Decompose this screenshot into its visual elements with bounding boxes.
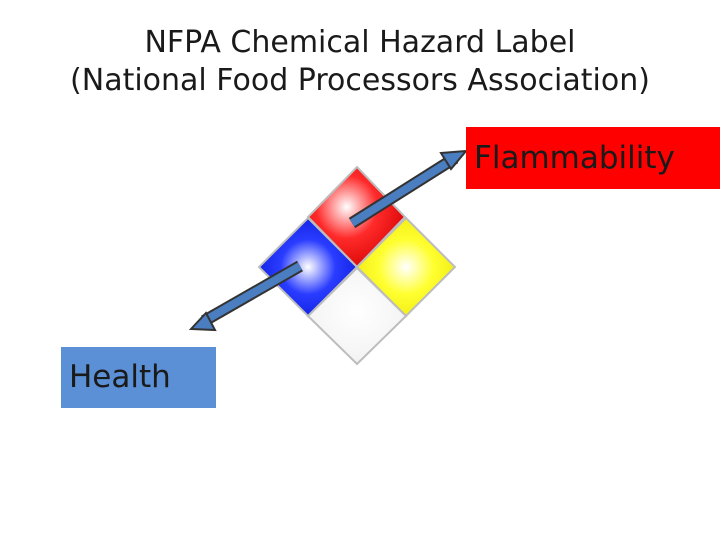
health-label: Health <box>61 347 216 408</box>
title-line-1: NFPA Chemical Hazard Label <box>144 25 576 60</box>
health-label-text: Health <box>69 359 171 395</box>
health-arrow <box>188 260 303 332</box>
slide-title: NFPA Chemical Hazard Label (National Foo… <box>0 24 720 100</box>
flammability-label: Flammability <box>466 127 720 189</box>
flammability-arrow <box>348 149 469 229</box>
title-line-2: (National Food Processors Association) <box>70 63 650 98</box>
special-hazard-quadrant <box>306 266 408 366</box>
flammability-label-text: Flammability <box>474 140 675 176</box>
